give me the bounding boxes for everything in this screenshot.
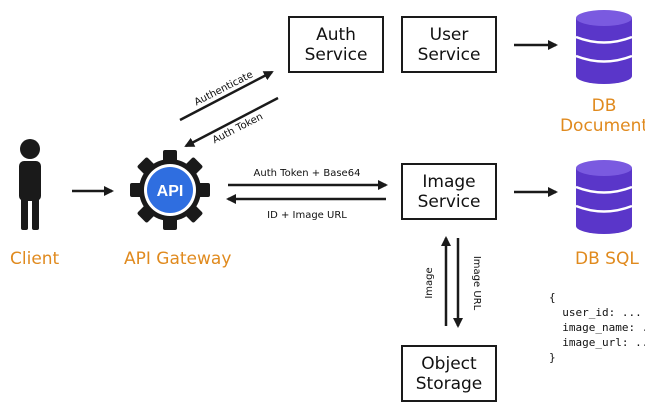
image-service-box: Image Service [401,163,497,220]
id-image-url-label: ID + Image URL [267,210,347,221]
db-document-label: DB Document [559,96,645,136]
client-label: Client [10,249,60,269]
db-document-icon [575,10,633,84]
client-person-icon [19,139,41,230]
auth-token-arrow [184,96,279,148]
object-storage-label: Object Storage [415,353,483,394]
authenticate-label: Authenticate [193,69,255,108]
image-service-label: Image Service [417,171,481,212]
authenticate-arrow [179,70,274,122]
sql-schema-sample: { user_id: ... image_name: .. image_url:… [549,291,645,364]
db-sql-icon [575,160,633,234]
api-gateway-gear-icon: API [130,150,210,230]
object-storage-box: Object Storage [401,345,497,402]
auth-token-base64-label: Auth Token + Base64 [254,168,361,179]
image-url-label: Image URL [471,256,482,311]
db-sql-label: DB SQL [575,249,639,269]
user-service-label: User Service [417,24,481,65]
user-service-box: User Service [401,16,497,73]
auth-service-label: Auth Service [304,24,368,65]
api-gateway-label: API Gateway [124,249,232,269]
api-badge-text: API [157,183,184,200]
image-label: Image [424,267,435,298]
auth-service-box: Auth Service [288,16,384,73]
